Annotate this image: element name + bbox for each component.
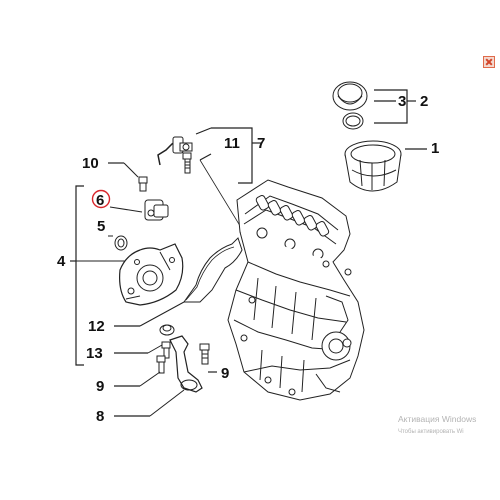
- callout-9-right: 9: [221, 365, 229, 382]
- callout-labels: 1 2 3 4 5 6 7 8 9 9 10 11 12 13: [57, 93, 439, 425]
- oil-pump-part: [119, 243, 184, 306]
- watermark-line-1: Активация Windows: [398, 414, 477, 424]
- bracket-group-2-3: [374, 89, 416, 124]
- callout-7: 7: [257, 135, 265, 152]
- callout-12: 12: [88, 318, 105, 335]
- bolt-9-left-part: [114, 355, 166, 387]
- callout-4: 4: [57, 253, 66, 270]
- callout-2: 2: [420, 93, 428, 110]
- gasket-12-part: [114, 237, 243, 327]
- callout-5: 5: [97, 218, 105, 235]
- bracket-group-7-11: [195, 127, 261, 184]
- oil-filter-part: [344, 140, 427, 192]
- sensor-6-part: [109, 199, 169, 221]
- callout-3: 3: [398, 93, 406, 110]
- callout-11: 11: [224, 135, 240, 152]
- sensor-lead-part: [157, 136, 193, 166]
- callout-6: 6: [96, 192, 104, 209]
- close-icon[interactable]: [483, 56, 495, 68]
- callout-8: 8: [96, 408, 104, 425]
- oil-strainer-part: [114, 335, 203, 417]
- watermark-line-2: Чтобы активировать Wi: [398, 429, 464, 435]
- callout-13: 13: [86, 345, 103, 362]
- callout-6-highlight: [91, 189, 111, 209]
- callout-9-left: 9: [96, 378, 104, 395]
- windows-activation-watermark: Активация Windows Чтобы активировать Wi: [398, 413, 476, 439]
- callout-1: 1: [431, 140, 439, 157]
- seal-5-part: [108, 235, 128, 251]
- bracket-group-4: [70, 185, 128, 366]
- engine-block: [227, 179, 365, 401]
- filler-cap-part: [332, 81, 368, 130]
- callout-10: 10: [82, 155, 99, 172]
- bolt-11-part: [182, 152, 192, 174]
- bolt-9-right-part: [199, 343, 217, 373]
- bolt-10-part: [108, 162, 148, 192]
- plug-13-part: [114, 324, 175, 359]
